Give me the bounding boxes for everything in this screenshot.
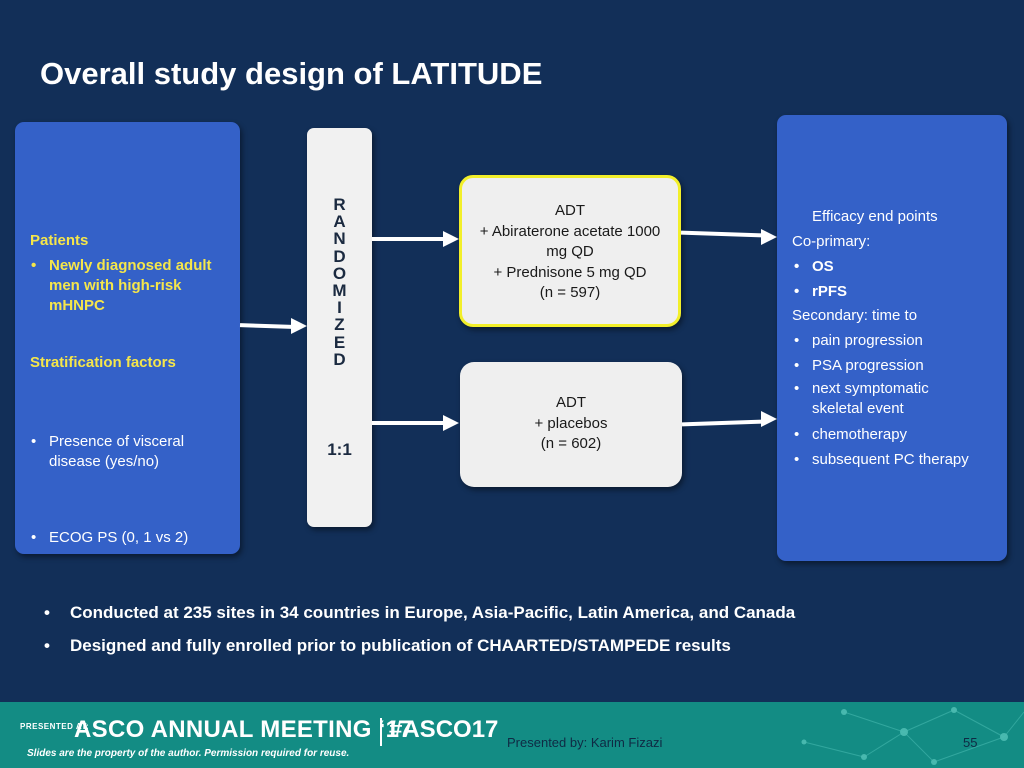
meeting-hashtag: #ASCO17 bbox=[389, 716, 499, 743]
network-decoration-icon bbox=[801, 707, 1024, 765]
arrow-to-randomize bbox=[239, 323, 293, 329]
arm-line: + Abiraterone acetate 1000 bbox=[479, 222, 661, 240]
patients-item: Newly diagnosed adult men with high-risk… bbox=[31, 256, 229, 316]
randomized-letter: O bbox=[332, 263, 347, 283]
arm-line: + Prednisone 5 mg QD bbox=[493, 263, 647, 281]
arm-line: mg QD bbox=[546, 243, 594, 260]
arrow-to-efficacy bbox=[680, 230, 763, 238]
randomized-letter: R bbox=[333, 195, 346, 214]
patients-box: Patients Newly diagnosed adult men with … bbox=[15, 122, 240, 554]
coprimary-label: Co-primary: bbox=[792, 233, 871, 250]
arrow-head-icon bbox=[761, 229, 777, 245]
efficacy-heading: Efficacy end points bbox=[812, 208, 938, 225]
disclaimer-text: Slides are the property of the author. P… bbox=[27, 748, 350, 759]
footer-banner: PRESENTED AT: ASCO ANNUAL MEETING ‘17 #A… bbox=[0, 702, 1024, 768]
coprimary-item: OS bbox=[794, 255, 833, 280]
slide-title: Overall study design of LATITUDE bbox=[40, 56, 543, 91]
arm-line: ADT bbox=[556, 394, 586, 411]
arm-line: + placebos bbox=[534, 414, 608, 432]
meeting-name: ASCO ANNUAL MEETING ‘17 bbox=[74, 716, 413, 743]
randomized-letter: D bbox=[333, 349, 346, 369]
presenter-name: Presented by: Karim Fizazi bbox=[507, 735, 663, 750]
summary-bullet: Conducted at 235 sites in 34 countries i… bbox=[44, 596, 795, 629]
summary-bullet: Designed and fully enrolled prior to pub… bbox=[44, 629, 795, 662]
coprimary-item: rPFS bbox=[794, 280, 847, 305]
randomized-letter: D bbox=[333, 246, 346, 266]
randomized-letter: M bbox=[332, 281, 347, 301]
footer-divider bbox=[380, 718, 382, 746]
randomized-letter: Z bbox=[334, 315, 345, 335]
secondary-label: Secondary: time to bbox=[792, 307, 918, 324]
arrow-to-arm2 bbox=[372, 421, 444, 425]
arm-line: ADT bbox=[555, 202, 585, 219]
secondary-item: pain progression bbox=[794, 329, 923, 354]
stratification-item: Presence of visceral disease (yes/no) bbox=[31, 432, 229, 472]
randomized-label: R A N D O M I Z E D bbox=[307, 196, 372, 368]
randomized-letter: I bbox=[337, 298, 342, 318]
randomization-ratio: 1:1 bbox=[327, 440, 352, 459]
arrow-to-efficacy bbox=[681, 419, 763, 427]
randomized-letter: A bbox=[333, 212, 346, 232]
secondary-item: PSA progression bbox=[794, 354, 924, 379]
treatment-arm-abiraterone: ADT + Abiraterone acetate 1000 mg QD + P… bbox=[459, 175, 681, 327]
efficacy-endpoints-box: Efficacy end points Co-primary: OS rPFS … bbox=[777, 115, 1007, 561]
stratification-item: ECOG PS (0, 1 vs 2) bbox=[31, 528, 229, 548]
arm-line: (n = 602) bbox=[540, 435, 602, 452]
arrow-head-icon bbox=[443, 231, 459, 247]
arrow-head-icon bbox=[443, 415, 459, 431]
patients-heading: Patients bbox=[30, 232, 89, 249]
arrow-to-arm1 bbox=[372, 237, 444, 241]
secondary-item: next symptomatic skeletal event bbox=[794, 379, 962, 419]
secondary-item: subsequent PC therapy bbox=[794, 448, 969, 473]
randomized-letter: E bbox=[333, 332, 346, 352]
treatment-arm-placebo: ADT + placebos (n = 602) bbox=[460, 362, 682, 487]
stratification-heading: Stratification factors bbox=[30, 354, 176, 371]
summary-bullets: Conducted at 235 sites in 34 countries i… bbox=[44, 596, 795, 662]
presented-at-label: PRESENTED AT: bbox=[20, 722, 90, 731]
page-number: 55 bbox=[963, 735, 978, 750]
randomize-bar: R A N D O M I Z E D bbox=[307, 128, 372, 527]
secondary-item: chemotherapy bbox=[794, 423, 907, 448]
arm-line: (n = 597) bbox=[539, 284, 601, 301]
arrow-head-icon bbox=[291, 318, 307, 334]
arrow-head-icon bbox=[761, 411, 777, 427]
randomized-letter: N bbox=[333, 229, 346, 249]
